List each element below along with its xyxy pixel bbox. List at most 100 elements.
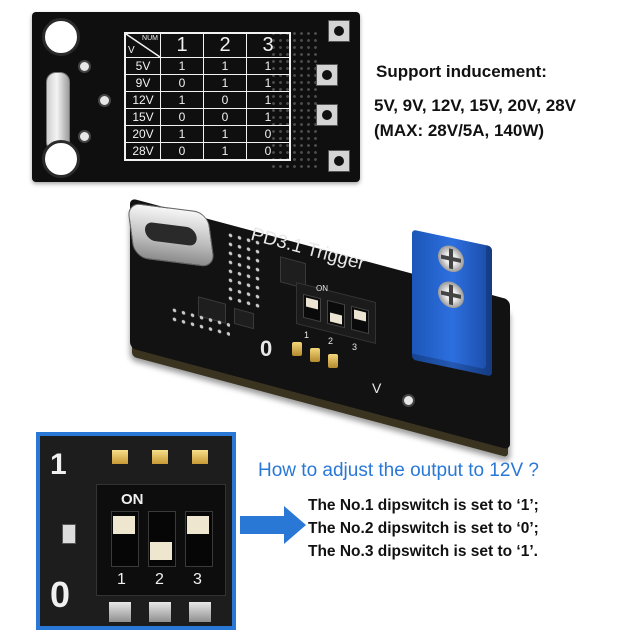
bit-cell: 0 <box>160 108 204 126</box>
solder-pad <box>316 64 338 86</box>
bit-cell: 1 <box>203 57 247 75</box>
bit-cell: 0 <box>203 108 247 126</box>
zoom-one-label: 1 <box>50 448 67 481</box>
dip-pin <box>152 450 168 464</box>
voltage-dip-table: V NUM 1 2 3 5V 1 1 1 9V 0 1 1 12V 1 0 1 … <box>124 32 291 161</box>
dip-knob <box>354 309 366 322</box>
table-header-3: 3 <box>246 32 291 58</box>
dip-slot <box>327 299 345 329</box>
table-row: 5V 1 1 1 <box>124 57 291 75</box>
table-header-1: 1 <box>160 32 204 58</box>
dip-knob <box>306 297 318 310</box>
bit-cell: 1 <box>246 74 291 92</box>
voltage-cell: 20V <box>124 125 161 143</box>
via-hole <box>78 130 91 143</box>
via-hole <box>402 394 415 407</box>
mount-hole <box>42 18 80 56</box>
via-hole <box>98 94 111 107</box>
dip-step-1: The No.1 dipswitch is set to ‘1’; <box>308 497 539 514</box>
bit-cell: 1 <box>203 142 247 161</box>
solder-pad <box>316 104 338 126</box>
dip-on-label: ON <box>316 284 328 293</box>
voltage-cell: 12V <box>124 91 161 109</box>
bit-cell: 1 <box>246 57 291 75</box>
smd-component <box>62 524 76 544</box>
pcb-front-photo: PD3.1 Trigger ON 1 2 3 0 V <box>120 190 510 450</box>
bit-cell: 1 <box>160 57 204 75</box>
dip-slot <box>185 511 213 567</box>
table-header-2: 2 <box>203 32 247 58</box>
bit-cell: 0 <box>160 142 204 161</box>
dip-pin <box>328 354 338 368</box>
silk-zero: 0 <box>260 336 273 361</box>
table-header-row: V NUM 1 2 3 <box>124 32 291 58</box>
voltage-cell: 15V <box>124 108 161 126</box>
dip-step-2: The No.2 dipswitch is set to ‘0’; <box>308 520 539 537</box>
bit-cell: 0 <box>246 142 291 161</box>
dip-slot <box>303 293 321 323</box>
smd-component <box>234 307 254 330</box>
corner-num-label: NUM <box>142 35 158 42</box>
solder-pad <box>328 150 350 172</box>
table-row: 15V 0 0 1 <box>124 108 291 126</box>
dip-slot <box>111 511 139 567</box>
usb-c-port <box>46 72 70 152</box>
dip-switch-body: ON 1 2 3 <box>96 484 226 596</box>
solder-pad <box>328 20 350 42</box>
dip-number-2: 2 <box>328 336 334 346</box>
arrow-shaft <box>240 516 286 534</box>
zoom-number-1: 1 <box>117 571 126 588</box>
dip-pin <box>149 602 171 622</box>
dip-pin <box>292 342 302 356</box>
support-max: (MAX: 28V/5A, 140W) <box>374 121 545 140</box>
dip-slot <box>148 511 176 567</box>
voltage-cell: 5V <box>124 57 161 75</box>
bit-cell: 1 <box>246 91 291 109</box>
zoom-zero-label: 0 <box>50 574 71 615</box>
bit-cell: 0 <box>246 125 291 143</box>
dip-knob <box>187 516 209 534</box>
bit-cell: 1 <box>203 74 247 92</box>
mount-hole <box>42 140 80 178</box>
zoom-number-3: 3 <box>193 571 202 588</box>
support-voltages: 5V, 9V, 12V, 15V, 20V, 28V <box>374 96 577 115</box>
corner-v-label: V <box>128 45 135 56</box>
support-title: Support inducement: <box>376 62 547 81</box>
table-row: 28V 0 1 0 <box>124 142 291 161</box>
voltage-cell: 28V <box>124 142 161 161</box>
adjust-heading: How to adjust the output to 12V ? <box>258 460 539 481</box>
via-hole <box>78 60 91 73</box>
dip-number-1: 1 <box>304 330 310 340</box>
dip-pin <box>310 348 320 362</box>
screw-head <box>438 243 464 275</box>
dip-pin <box>112 450 128 464</box>
bit-cell: 1 <box>160 91 204 109</box>
zoom-on-label: ON <box>121 491 144 508</box>
dip-knob <box>113 516 135 534</box>
silk-v: V <box>372 380 382 396</box>
bit-cell: 1 <box>246 108 291 126</box>
table-corner: V NUM <box>124 32 161 58</box>
dip-knob <box>150 542 172 560</box>
dip-slot <box>351 305 369 335</box>
dip-pin <box>189 602 211 622</box>
table-row: 12V 1 0 1 <box>124 91 291 109</box>
bit-cell: 1 <box>160 125 204 143</box>
bit-cell: 0 <box>160 74 204 92</box>
screw-head <box>438 279 464 311</box>
dip-knob <box>330 312 342 325</box>
bit-cell: 1 <box>203 125 247 143</box>
table-row: 20V 1 1 0 <box>124 125 291 143</box>
zoom-number-2: 2 <box>155 571 164 588</box>
dip-pin <box>192 450 208 464</box>
screw-terminal <box>412 229 492 377</box>
dip-switch-zoom-photo: 1 0 ON 1 2 3 <box>36 432 236 630</box>
pcb-back-photo: V NUM 1 2 3 5V 1 1 1 9V 0 1 1 12V 1 0 1 … <box>32 12 360 182</box>
dip-pin <box>109 602 131 622</box>
voltage-cell: 9V <box>124 74 161 92</box>
bit-cell: 0 <box>203 91 247 109</box>
arrow-right-icon <box>284 506 306 544</box>
table-row: 9V 0 1 1 <box>124 74 291 92</box>
dip-number-3: 3 <box>352 342 358 352</box>
dip-step-3: The No.3 dipswitch is set to ‘1’. <box>308 543 538 560</box>
